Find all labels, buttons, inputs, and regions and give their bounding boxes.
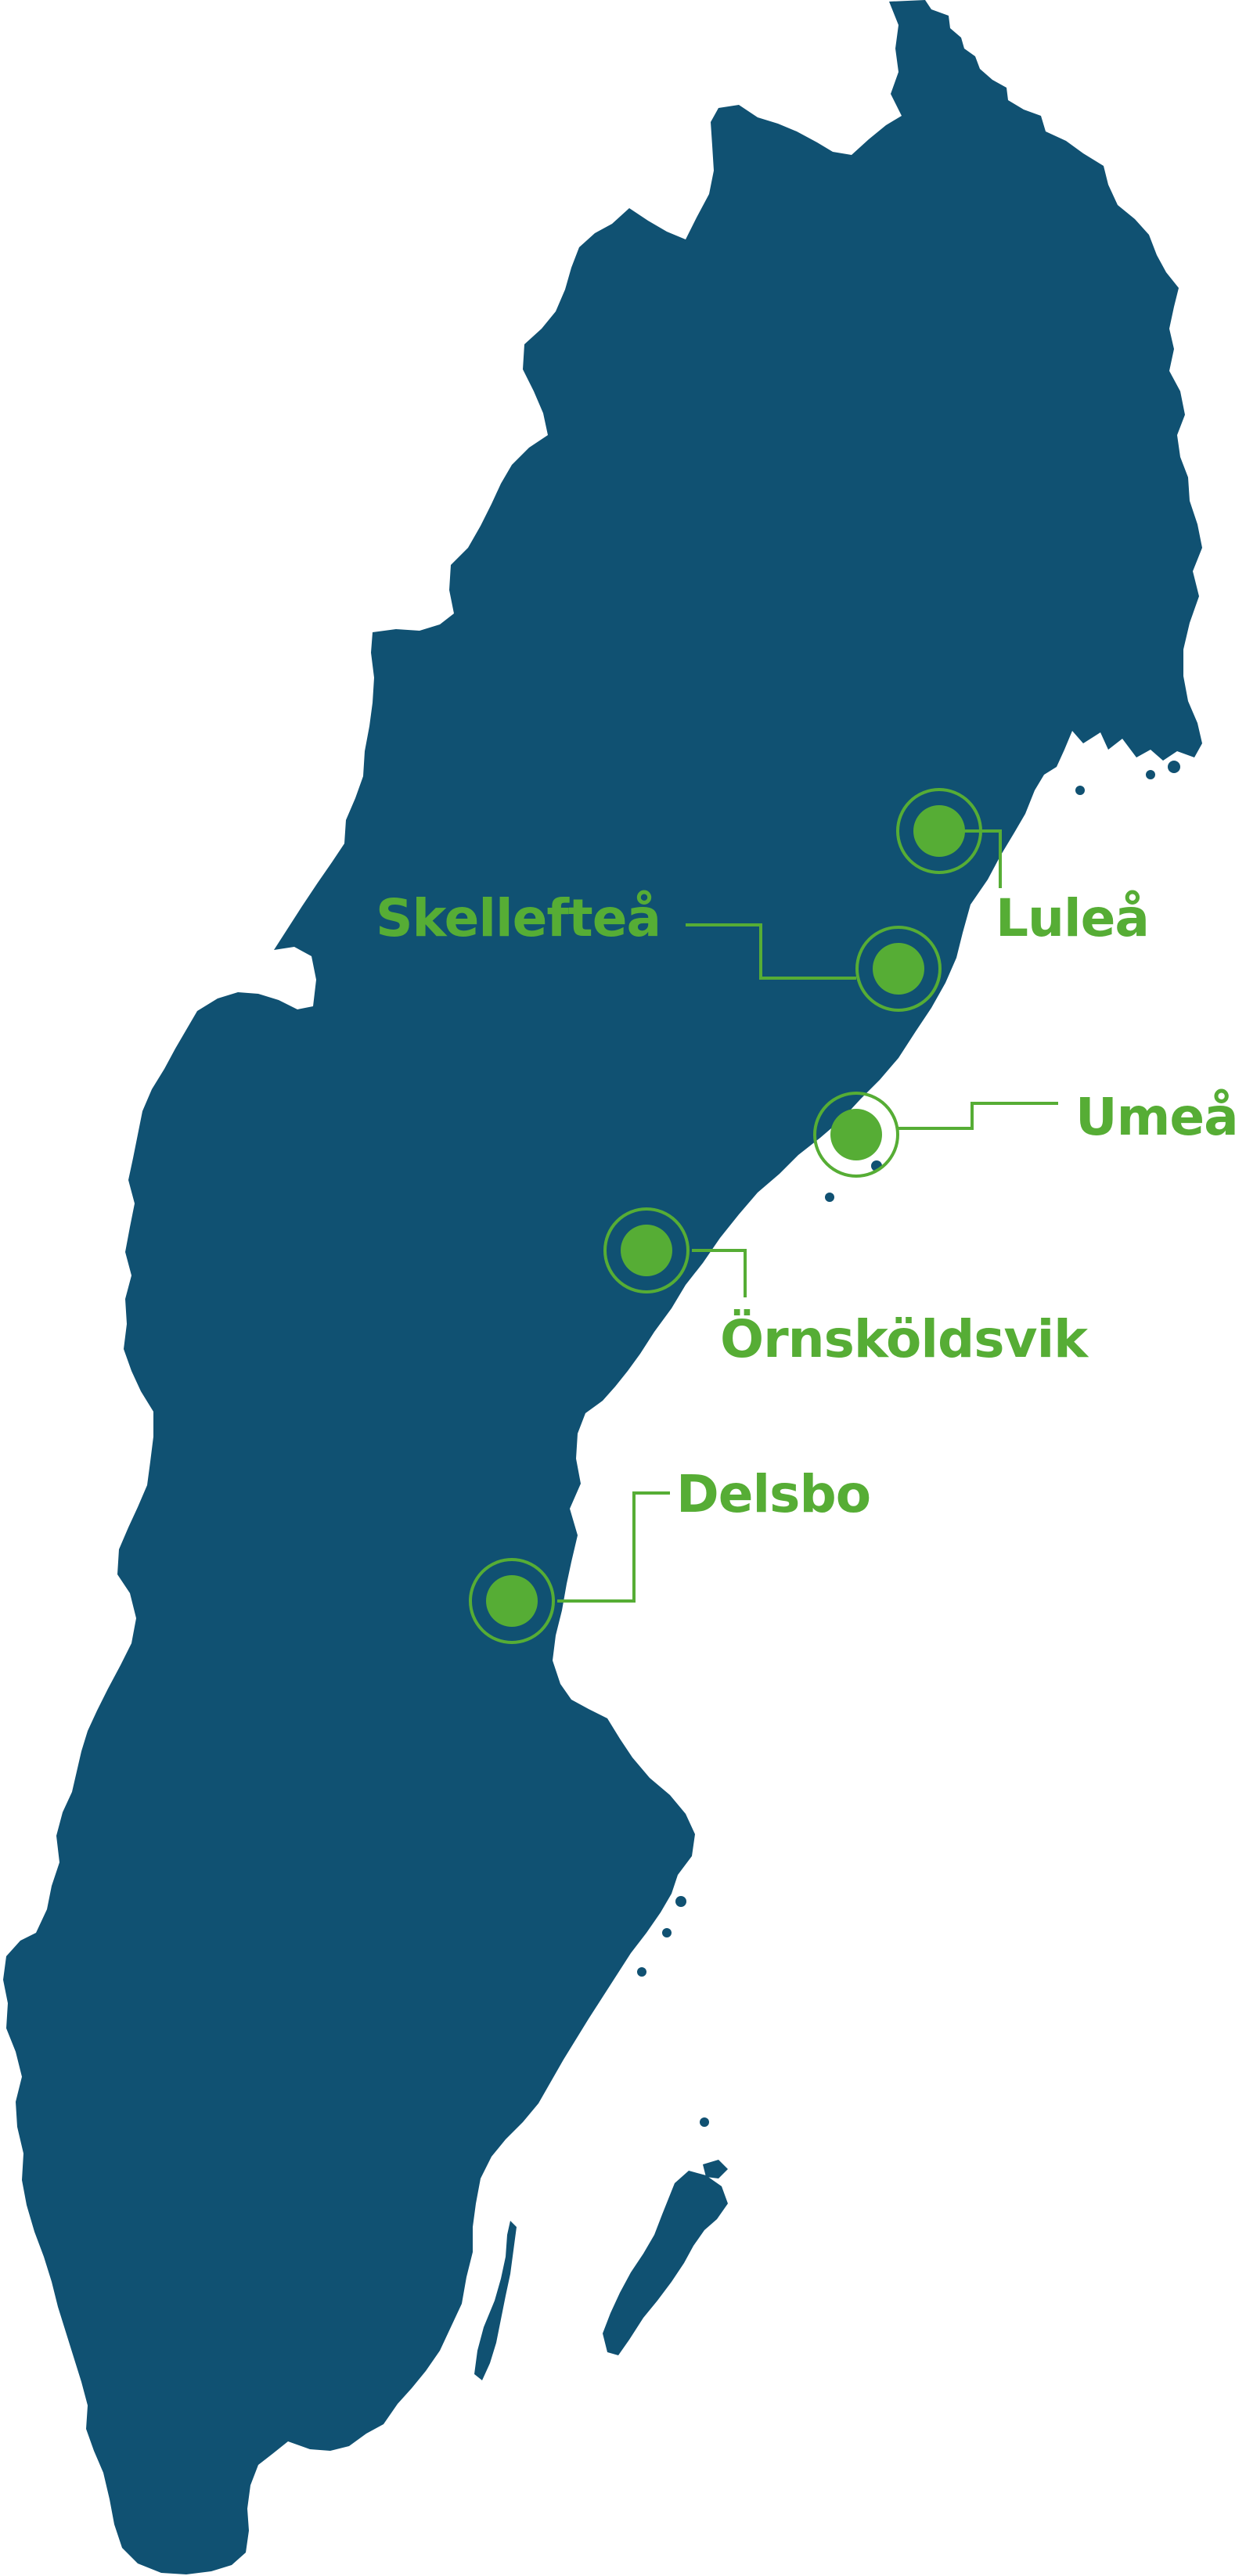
umea-marker[interactable] bbox=[813, 1092, 899, 1178]
lulea-label: Luleå bbox=[996, 888, 1149, 948]
faro-island bbox=[703, 2160, 728, 2178]
ornskoldsvik-connector-line bbox=[692, 1249, 747, 1297]
skelleftea-connector-line bbox=[686, 923, 856, 980]
ornskoldsvik-marker[interactable] bbox=[603, 1207, 690, 1293]
gotland-island bbox=[603, 2171, 728, 2355]
delsbo-marker[interactable] bbox=[469, 1558, 555, 1644]
skelleftea-label: Skellefteå bbox=[376, 888, 661, 948]
delsbo-connector-line bbox=[557, 1491, 670, 1603]
ornskoldsvik-label: Örnsköldsvik bbox=[720, 1309, 1089, 1369]
oland-island bbox=[474, 2221, 517, 2380]
umea-label: Umeå bbox=[1075, 1087, 1238, 1147]
skelleftea-marker[interactable] bbox=[855, 926, 942, 1012]
umea-connector-line bbox=[898, 1102, 1058, 1130]
sweden-mainland bbox=[3, 0, 1202, 2574]
lulea-marker[interactable] bbox=[896, 788, 982, 874]
delsbo-label: Delsbo bbox=[676, 1464, 870, 1524]
